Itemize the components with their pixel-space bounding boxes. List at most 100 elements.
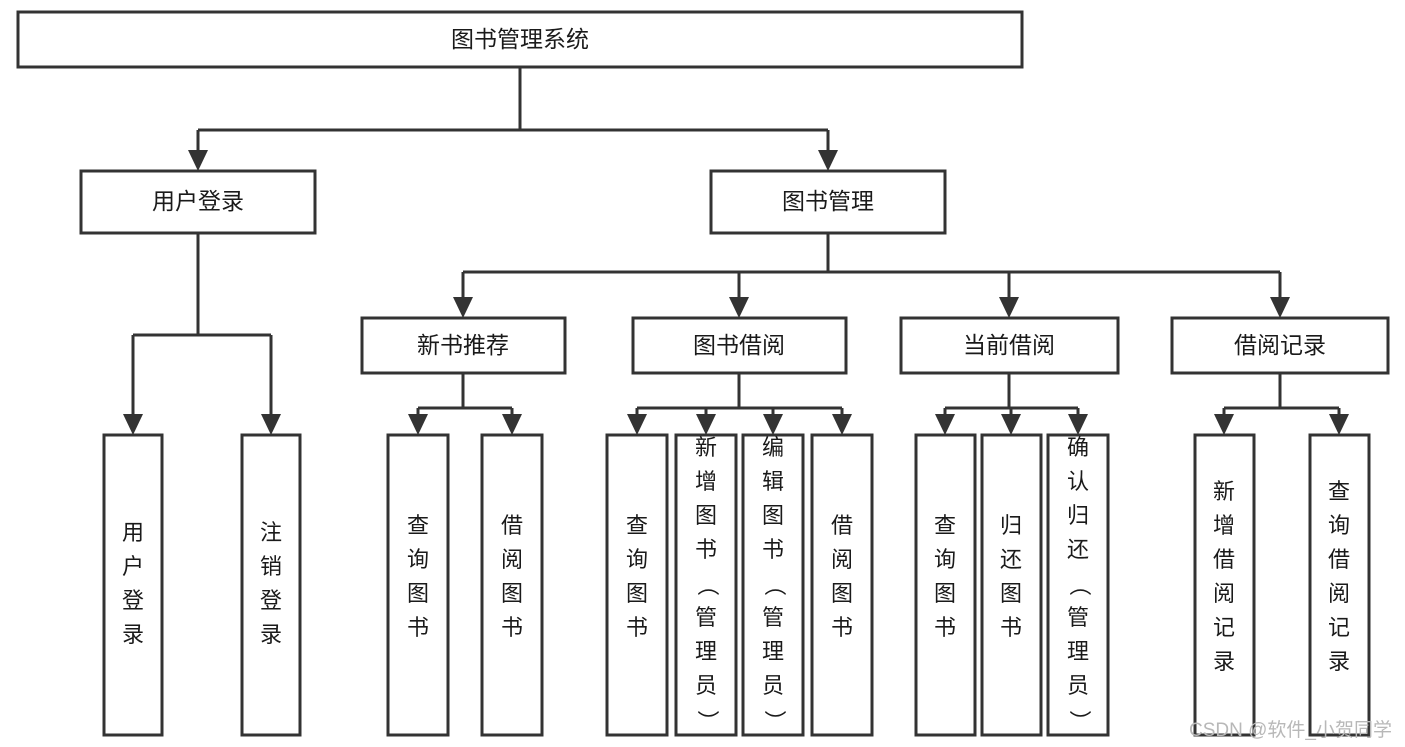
node-borrow-record-box[interactable] xyxy=(1170,316,1390,375)
leaf-label-char: （ xyxy=(762,574,787,596)
leaf-box[interactable] xyxy=(1308,433,1371,737)
leaf-box[interactable] xyxy=(480,433,544,737)
leaf-box[interactable] xyxy=(240,433,302,737)
node-root[interactable]: 图书管理系统 xyxy=(16,10,1024,69)
leaf-node[interactable]: 用户登录 xyxy=(102,433,164,737)
leaf-label-char: 增 xyxy=(695,469,717,494)
leaf-box[interactable] xyxy=(386,433,450,737)
leaf-label-char: 注 xyxy=(260,520,282,545)
node-book-borrow-label: 图书借阅 xyxy=(693,332,785,358)
leaf-box[interactable] xyxy=(810,433,874,737)
leaf-label-char: 归 xyxy=(1000,513,1022,538)
arrow-head-icon xyxy=(763,414,783,435)
leaf-label-char: ） xyxy=(695,710,720,732)
node-new-book-recommend-box[interactable] xyxy=(360,316,567,375)
leaf-label-char: 借 xyxy=(501,513,523,538)
leaf-label-char: 书 xyxy=(934,615,956,640)
leaf-label-char: 书 xyxy=(762,537,784,562)
leaf-label-char: 询 xyxy=(934,547,956,572)
leaf-label-char: 录 xyxy=(1213,649,1235,674)
leaf-label-char: 询 xyxy=(626,547,648,572)
leaf-label-char: 录 xyxy=(260,622,282,647)
leaf-label-char: 书 xyxy=(831,615,853,640)
leaf-label-char: 录 xyxy=(1328,649,1350,674)
node-book-borrow-box[interactable] xyxy=(631,316,848,375)
leaf-label-char: 查 xyxy=(407,513,429,538)
leaf-box[interactable] xyxy=(914,433,977,737)
node-user-login-box[interactable] xyxy=(79,169,317,235)
leaf-label-char: 询 xyxy=(407,547,429,572)
connector-group-root xyxy=(188,67,838,171)
leaf-label-char: （ xyxy=(1067,574,1092,596)
arrow-head-icon xyxy=(188,150,208,171)
leaf-box[interactable] xyxy=(674,433,738,737)
node-current-borrow[interactable]: 当前借阅 xyxy=(899,316,1120,375)
leaf-box[interactable] xyxy=(102,433,164,737)
leaf-label-char: 还 xyxy=(1067,537,1089,562)
node-new-book-recommend[interactable]: 新书推荐 xyxy=(360,316,567,375)
leaf-label-char: 书 xyxy=(695,537,717,562)
leaf-label-char: 查 xyxy=(1328,479,1350,504)
leaf-label-char: 记 xyxy=(1328,615,1350,640)
node-book-manage[interactable]: 图书管理 xyxy=(709,169,947,235)
csdn-watermark: CSDN @软件_小贺同学 xyxy=(1189,719,1392,741)
leaf-label-char: 新 xyxy=(1213,479,1235,504)
leaf-label-char: 管 xyxy=(695,605,717,630)
leaf-label-char: 查 xyxy=(626,513,648,538)
leaf-label-char: 还 xyxy=(1000,547,1022,572)
leaf-box[interactable] xyxy=(1046,433,1110,737)
node-book-manage-box[interactable] xyxy=(709,169,947,235)
leaf-label-char: 理 xyxy=(695,639,717,664)
node-borrow-record[interactable]: 借阅记录 xyxy=(1170,316,1390,375)
arrow-head-icon xyxy=(1329,414,1349,435)
node-book-borrow[interactable]: 图书借阅 xyxy=(631,316,848,375)
leaf-label-char: 用 xyxy=(122,520,144,545)
leaf-label-char: 管 xyxy=(1067,605,1089,630)
arrow-head-icon xyxy=(729,297,749,318)
node-root-label: 图书管理系统 xyxy=(451,26,589,52)
leaf-label-char: 员 xyxy=(762,673,784,698)
leaf-label-char: 新 xyxy=(695,435,717,460)
connector-group-new-book xyxy=(408,373,522,435)
leaf-label-char: 管 xyxy=(762,605,784,630)
leaf-label-char: 阅 xyxy=(501,547,523,572)
connector-group-current-borrow xyxy=(935,373,1088,435)
arrow-head-icon xyxy=(408,414,428,435)
arrow-head-icon xyxy=(453,297,473,318)
leaf-box[interactable] xyxy=(741,433,805,737)
leaf-label-char: 图 xyxy=(501,581,523,606)
node-root-box[interactable] xyxy=(16,10,1024,69)
leaf-box[interactable] xyxy=(605,433,669,737)
node-current-borrow-box[interactable] xyxy=(899,316,1120,375)
leaf-box[interactable] xyxy=(980,433,1043,737)
node-user-login-label: 用户登录 xyxy=(152,188,244,214)
leaf-box[interactable] xyxy=(1193,433,1256,737)
leaf-label-char: 书 xyxy=(1000,615,1022,640)
node-user-login[interactable]: 用户登录 xyxy=(79,169,317,235)
leaf-label-char: ） xyxy=(1067,710,1092,732)
leaf-label-char: 增 xyxy=(1213,513,1235,538)
leaf-label-char: 员 xyxy=(1067,673,1089,698)
leaf-label-char: 借 xyxy=(1328,547,1350,572)
leaf-label-char: 图 xyxy=(934,581,956,606)
node-borrow-record-label: 借阅记录 xyxy=(1234,332,1326,358)
leaf-label-char: 录 xyxy=(122,622,144,647)
